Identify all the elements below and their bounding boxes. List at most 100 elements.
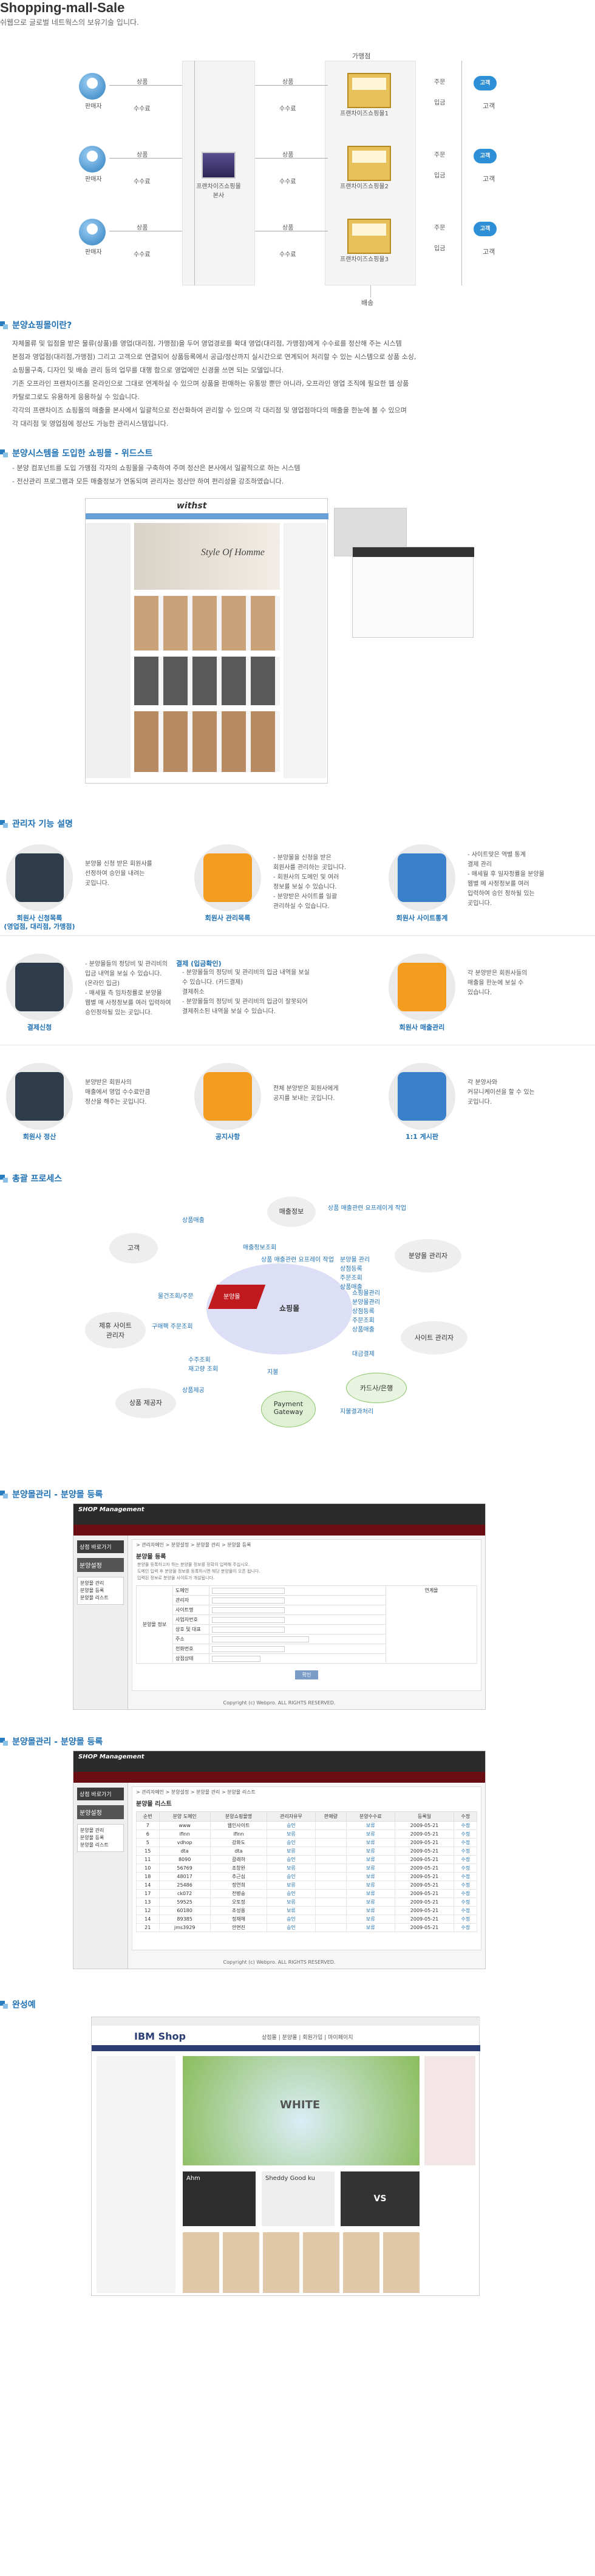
admin-input[interactable]: [212, 1597, 285, 1604]
section1-body: 자체몰류 및 입점을 받은 물류(상품)를 영업(대리점, 가맹점)을 두어 영…: [12, 340, 416, 428]
table-cell: 보류: [346, 1864, 395, 1873]
section-bullet-icon: [0, 321, 8, 330]
edit-link[interactable]: 수정: [454, 1847, 477, 1856]
admin-sidebar: 상점 바로가기 분양설정 분양몰 관리 분양몰 등록 분양몰 리스트: [73, 1536, 128, 1709]
section-bullet-icon: [0, 2001, 8, 2009]
func-circle: [194, 1063, 261, 1130]
edit-link[interactable]: 수정: [454, 1838, 477, 1847]
table-cell: 11: [136, 1855, 160, 1864]
table-cell: [314, 1898, 347, 1907]
table-cell: 보류: [267, 1847, 316, 1856]
side-menu-item[interactable]: 분양몰 리스트: [80, 1842, 109, 1848]
edit-link[interactable]: 수정: [454, 1872, 477, 1881]
side-menu-item[interactable]: 분양몰 등록: [80, 1588, 104, 1593]
customer-node: 고객: [109, 1233, 158, 1263]
company-input[interactable]: [212, 1626, 285, 1633]
edit-link[interactable]: 수정: [454, 1889, 477, 1898]
table-cell: [314, 1855, 347, 1864]
table-cell: [314, 1889, 347, 1898]
table-cell: 오토정: [209, 1898, 268, 1907]
seller-label: 판매자: [85, 176, 102, 183]
pointer-hand-icon: [398, 853, 446, 902]
address-input[interactable]: [212, 1636, 309, 1642]
table-cell: 25486: [158, 1881, 211, 1890]
domain-input[interactable]: [212, 1587, 285, 1594]
table-cell: 5: [136, 1838, 160, 1847]
func-title: 회원사 매출관리: [399, 1023, 445, 1031]
shortcut-button[interactable]: 상점 바로가기: [77, 1788, 124, 1800]
table-cell: 보류: [346, 1847, 395, 1856]
table-cell: vdhop: [158, 1838, 211, 1847]
table-cell: 보류: [346, 1855, 395, 1864]
side-menu-item[interactable]: 분양몰 등록: [80, 1835, 104, 1840]
confirm-button[interactable]: 확인: [294, 1670, 319, 1679]
site-admin-node: 사이트 관리자: [401, 1321, 467, 1355]
bizno-input[interactable]: [212, 1616, 285, 1623]
seller-icon: [79, 146, 106, 173]
admin-main: > 관리자메인 > 분양설정 > 분양몰 관리 > 분양몰 리스트 분양몰 리스…: [132, 1786, 481, 1950]
table-cell: 2009-05-21: [394, 1881, 455, 1890]
table-cell: [314, 1838, 347, 1847]
edit-link[interactable]: 수정: [454, 1830, 477, 1839]
section-bullet-icon: [0, 820, 8, 828]
edit-link[interactable]: 수정: [454, 1898, 477, 1907]
func-desc: - 분양몰을 신청을 받은 회원사를 관리하는 곳입니다. - 회원사의 도메인…: [273, 855, 346, 910]
edit-link[interactable]: 수정: [454, 1864, 477, 1873]
side-banner: [424, 2056, 475, 2165]
promo-1: Ahm: [183, 2171, 256, 2226]
handshake-icon: [15, 853, 64, 902]
table-cell: 보류: [346, 1881, 395, 1890]
table-cell: 승인: [267, 1821, 316, 1830]
edit-link[interactable]: 수정: [454, 1821, 477, 1830]
func-desc: 분양몰 신청 받은 회원사를 선정하여 승인을 내려는 곳입니다.: [85, 861, 152, 887]
envelope-icon: [203, 1072, 252, 1121]
table-cell: 정재해: [209, 1915, 268, 1924]
section-bullet-icon: [0, 1175, 8, 1183]
table-cell: 6: [136, 1830, 160, 1839]
func-circle: [194, 844, 261, 911]
table-cell: 2009-05-21: [394, 1898, 455, 1907]
func-desc: 전체 분양받은 회원사에게 공지를 보내는 곳입니다.: [273, 1085, 339, 1102]
sitename-input[interactable]: [212, 1607, 285, 1613]
section-heading: 관리자 기능 설명: [0, 818, 73, 830]
shortcut-button[interactable]: 상점 바로가기: [77, 1540, 124, 1553]
edit-link[interactable]: 수정: [454, 1906, 477, 1915]
edit-link[interactable]: 수정: [454, 1923, 477, 1932]
table-cell: 조창완: [209, 1864, 268, 1873]
func-title: 1:1 게시판: [406, 1133, 438, 1141]
side-menu-item[interactable]: 분양몰 리스트: [80, 1595, 109, 1601]
func-desc: 각 분양사와 커뮤니케이션을 할 수 있는 곳입니다.: [467, 1079, 535, 1105]
func-circle: [6, 1063, 73, 1130]
side-menu-item[interactable]: 분양몰 관리: [80, 1828, 104, 1833]
side-menu: 분양몰 관리 분양몰 등록 분양몰 리스트: [77, 1577, 124, 1605]
shop-screenshot-main: withst Style Of Homme: [85, 498, 328, 784]
table-cell: 13: [136, 1898, 160, 1907]
edit-link[interactable]: 수정: [454, 1915, 477, 1924]
phone-input[interactable]: [212, 1645, 285, 1652]
table-cell: 승인: [267, 1889, 316, 1898]
status-select[interactable]: [212, 1655, 260, 1662]
table-cell: www: [158, 1821, 211, 1830]
table-cell: 보류: [346, 1923, 395, 1932]
func-desc: 분양받은 회원사의 매출에서 영업 수수료만큼 정산을 해주는 곳입니다.: [85, 1079, 151, 1105]
table-cell: ifinn: [209, 1830, 268, 1839]
process-diagram: 쇼핑몰 분양몰 매출정보 분양몰 관리자 사이트 관리자 카드사/은행 Paym…: [85, 1191, 498, 1446]
mall-3-label: 프랜차이즈쇼핑몰3: [340, 256, 389, 263]
edit-link[interactable]: 수정: [454, 1855, 477, 1864]
table-cell: 7: [136, 1821, 160, 1830]
edit-link[interactable]: 수정: [454, 1881, 477, 1890]
side-menu-item[interactable]: 분양몰 관리: [80, 1580, 104, 1586]
shop-nav: 상점몰 | 분양몰 | 회원가입 | 마이페이지: [262, 2035, 353, 2041]
table-cell: 보류: [346, 1898, 395, 1907]
table-cell: 웹인사이트: [209, 1821, 268, 1830]
admin-brand: SHOP Management: [73, 1504, 485, 1525]
table-cell: jms3929: [158, 1923, 211, 1932]
shop-banner: Style Of Homme: [134, 523, 280, 590]
